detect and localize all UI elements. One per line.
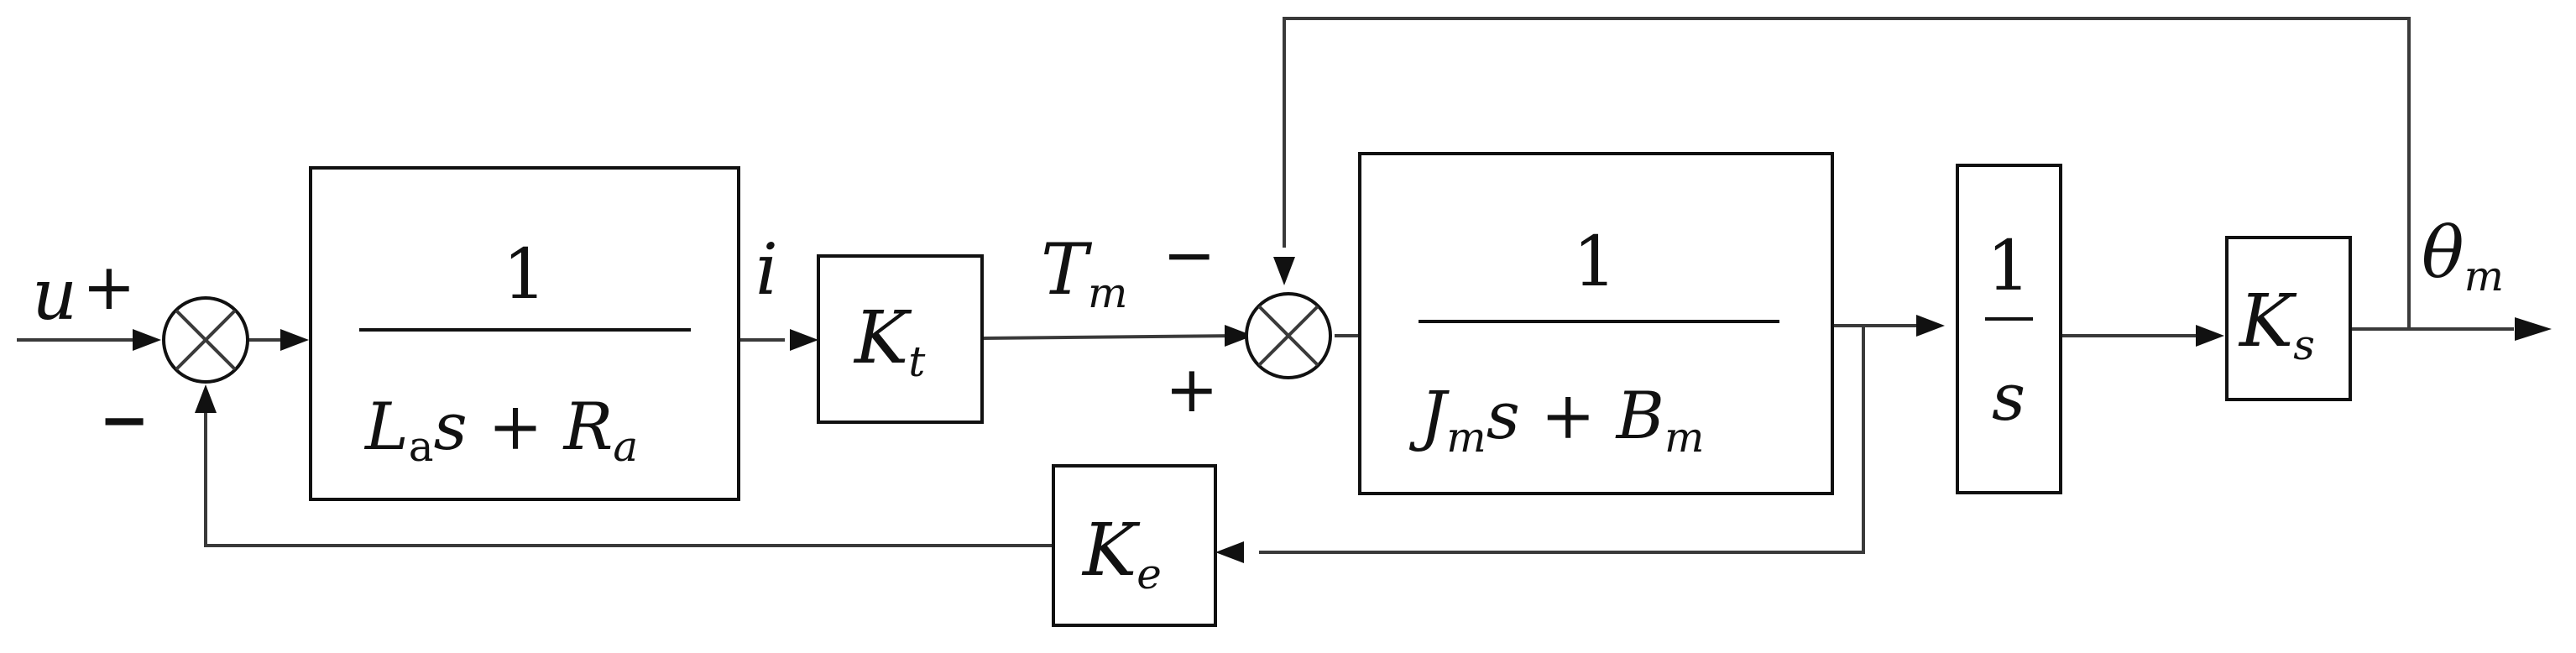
- line-ke-to-sum1: [204, 411, 1053, 547]
- kt-label: Kt: [853, 296, 926, 386]
- arrow-into-integrator: [1916, 315, 1945, 337]
- signal-lines: [17, 17, 2514, 554]
- arrow-into-ke: [1215, 541, 1244, 563]
- line-kt-to-sum2: [981, 334, 1241, 340]
- integrator-block: 1 s: [1956, 164, 2062, 494]
- arrow-into-electrical: [280, 329, 309, 351]
- integrator-numerator: 1: [1987, 227, 2030, 306]
- arrow-into-sum2: [1225, 325, 1253, 347]
- output-signal-label: θm: [2422, 212, 2504, 300]
- spring-constant-block: Ks: [2225, 236, 2352, 401]
- electrical-numerator: 1: [503, 235, 546, 315]
- arrow-output: [2515, 317, 2552, 341]
- ks-label: Ks: [2238, 279, 2315, 369]
- line-speed-to-ke: [1259, 326, 1865, 554]
- electrical-block: 1 Las + Ra: [309, 166, 740, 501]
- arrow-into-ks: [2196, 325, 2224, 347]
- mechanical-numerator: 1: [1573, 222, 1617, 302]
- summing-junction-1: [162, 296, 249, 384]
- arrow-feedback-into-sum2: [1273, 257, 1295, 285]
- summing-junction-2: [1245, 292, 1332, 379]
- arrow-feedback-into-sum1: [195, 384, 217, 413]
- current-signal-label: i: [755, 228, 778, 311]
- sum1-plus-sign: +: [82, 249, 136, 324]
- mechanical-block: 1 Jms + Bm: [1358, 152, 1834, 495]
- line-position-feedback: [1283, 17, 2411, 329]
- sum1-minus-sign: −: [99, 384, 149, 455]
- sum2-minus-sign: −: [1163, 217, 1216, 292]
- arrow-into-kt: [790, 329, 818, 351]
- torque-signal-label: Tm: [1041, 228, 1127, 317]
- torque-constant-block: Kt: [817, 254, 984, 424]
- back-emf-block: Ke: [1052, 464, 1217, 627]
- electrical-denominator: Las + Ra: [363, 389, 638, 471]
- arrowheads: [133, 257, 2552, 563]
- mechanical-denominator: Jms + Bm: [1408, 379, 1704, 462]
- sum2-plus-sign: +: [1165, 352, 1219, 426]
- ke-label: Ke: [1081, 509, 1162, 598]
- input-signal-label: u: [32, 253, 77, 336]
- integrator-denominator: s: [1992, 360, 2025, 436]
- arrow-into-sum1: [133, 329, 161, 351]
